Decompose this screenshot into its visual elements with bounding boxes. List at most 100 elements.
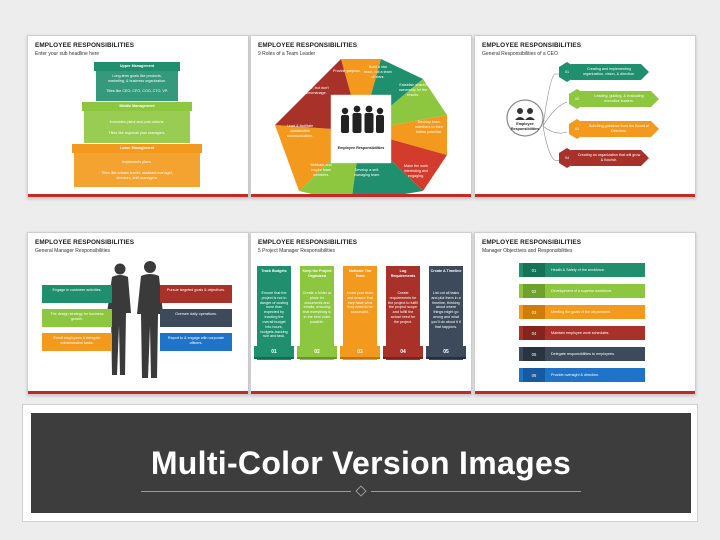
column-1-tab: [254, 346, 294, 359]
upper-line-1: Long-term goals like products,: [112, 74, 162, 78]
center-label: Employee Responsibilities: [337, 146, 385, 150]
segment-4: [361, 115, 447, 155]
row-4-text: Maintain employee work schedules.: [551, 331, 610, 335]
slide-accent-bar: [475, 391, 695, 394]
column-5-panel: [429, 266, 463, 360]
slide-accent-bar: [251, 391, 471, 394]
slide-title: EMPLOYEE RESPONSIBILITIES: [258, 239, 358, 246]
column-1-panel: [257, 266, 291, 360]
column-3-tab: [340, 346, 380, 359]
column-4-heading: Log Requirements: [390, 269, 416, 278]
row-2-number: 02: [531, 289, 537, 294]
arrow-3: [581, 121, 659, 137]
column-5-number: 05: [443, 349, 449, 355]
left-text-1: Engage in customer activities.: [52, 288, 102, 292]
column-2-tab: [297, 346, 337, 359]
middle-management-heading: Middle Management: [119, 104, 155, 108]
slide-subtitle: General Manager Responsibilities: [35, 248, 111, 254]
banner-card: Multi-Color Version Images: [22, 404, 698, 522]
row-1-number: 01: [531, 268, 537, 273]
banner-diamond-ornament: [355, 485, 367, 497]
right-box-1: [160, 285, 232, 303]
upper-line-2: marketing, & business organization.: [107, 79, 167, 83]
slide-thumbnail-1[interactable]: EMPLOYEE RESPONSIBILITIES Enter your sub…: [27, 35, 249, 198]
banner-divider-left: [141, 491, 351, 492]
row-6-badge: [523, 368, 545, 382]
slide-subtitle: Manager Objectives and Responsibilities: [482, 248, 573, 254]
row-5-number: 05: [531, 352, 537, 357]
row-6-bar: [519, 368, 645, 382]
row-2-bar: [519, 284, 645, 298]
slide-thumbnail-6[interactable]: EMPLOYEE RESPONSIBILITIES Manager Object…: [474, 232, 696, 395]
column-1-heading: Track Budgets: [261, 269, 287, 273]
banner-divider-right: [371, 491, 581, 492]
left-text-2: The design strategy for business growth.: [50, 312, 104, 321]
column-3-number: 03: [357, 349, 363, 355]
row-4-bar: [519, 326, 645, 340]
item-num-1: 01: [564, 70, 570, 74]
row-4-badge: [523, 326, 545, 340]
middle-line-1: Innovates plans and puts actions.: [109, 120, 165, 124]
column-4-number: 04: [400, 349, 406, 355]
role-1: Provide purpose.: [333, 69, 361, 73]
column-5-tab: [426, 346, 466, 359]
upper-management-panel: [96, 71, 178, 101]
row-1-text: Health & Safety of the workforce.: [551, 268, 605, 272]
slide-thumbnail-5[interactable]: EMPLOYEE RESPONSIBILITIES 5 Project Mana…: [250, 232, 472, 395]
slide-title: EMPLOYEE RESPONSIBILITIES: [35, 239, 135, 246]
slide-accent-bar: [28, 194, 248, 197]
column-2-heading: Keep the Project Organized: [302, 269, 332, 278]
lower-management-panel: [74, 153, 200, 187]
row-5-bar: [519, 347, 645, 361]
row-5-badge: [523, 347, 545, 361]
left-text-3: Enroll employees & delegate administrati…: [53, 336, 101, 345]
row-6-number: 06: [531, 373, 537, 378]
role-8: Lead & facilitate constructive communica…: [286, 124, 314, 138]
slide-accent-bar: [28, 391, 248, 394]
slide-subtitle: General Responsibilities of a CEO: [482, 51, 558, 57]
column-2-body: Create a folder or place for documents a…: [302, 291, 332, 324]
arrow-2: [581, 91, 659, 107]
row-6-text: Provide oversight & direction.: [551, 373, 599, 377]
slide-accent-bar: [475, 194, 695, 197]
row-3-bar: [519, 305, 645, 319]
column-3-heading: Motivate The Team: [348, 269, 372, 278]
people-silhouette: [107, 261, 163, 378]
slide-accent-bar: [251, 194, 471, 197]
arrow-4: [571, 150, 649, 166]
banner-panel: Multi-Color Version Images: [31, 413, 691, 513]
slide-thumbnail-3[interactable]: EMPLOYEE RESPONSIBILITIES General Respon…: [474, 35, 696, 198]
row-5-text: Delegate responsibilities to employees.: [551, 352, 615, 356]
ceo-diagram: [506, 62, 659, 168]
upper-line-3: Titles like CEO, CFO, COO, CTO, VP.: [106, 89, 168, 93]
item-num-4: 04: [564, 156, 570, 160]
right-text-1: Pursue targeted goals & objectives.: [166, 288, 225, 292]
banner-title: Multi-Color Version Images: [150, 445, 572, 481]
column-5-body: List out all tasks and plot them in a ti…: [431, 291, 461, 329]
upper-management-header: [94, 62, 180, 71]
left-box-3: [42, 333, 112, 351]
right-text-2: Oversee daily operations.: [175, 312, 217, 316]
slide-thumbnail-2[interactable]: EMPLOYEE RESPONSIBILITIES 9 Roles of a T…: [250, 35, 472, 198]
column-3-panel: [343, 266, 377, 360]
column-1-number: 01: [271, 349, 277, 355]
lower-management-header: [72, 144, 202, 153]
arrow-1: [571, 64, 649, 80]
slide-thumbnail-4[interactable]: EMPLOYEE RESPONSIBILITIES General Manage…: [27, 232, 249, 395]
row-3-badge: [523, 305, 545, 319]
column-5-heading: Create A Timeline: [430, 269, 462, 273]
upper-management-heading: Upper Management: [119, 64, 155, 68]
slide-title: EMPLOYEE RESPONSIBILITIES: [482, 42, 582, 49]
column-4-body: Create requirements for the project to f…: [388, 291, 418, 324]
middle-management-panel: [84, 111, 190, 143]
slide-subtitle: 9 Roles of a Team Leader: [258, 51, 316, 57]
slide-subtitle: 5 Project Manager Responsibilities: [258, 248, 335, 254]
right-text-3: Report to & engage with corporate office…: [167, 336, 225, 345]
role-4: Develop team members to their fullest po…: [415, 120, 443, 134]
column-2-number: 02: [314, 349, 320, 355]
lower-line-2: Titles like a team leader, assistant man…: [101, 171, 173, 175]
item-text-1: Creating and implementing organization, …: [582, 67, 636, 76]
item-num-3: 03: [574, 127, 580, 131]
row-2-badge: [523, 284, 545, 298]
row-2-text: Development of a superior workforce.: [551, 289, 613, 293]
